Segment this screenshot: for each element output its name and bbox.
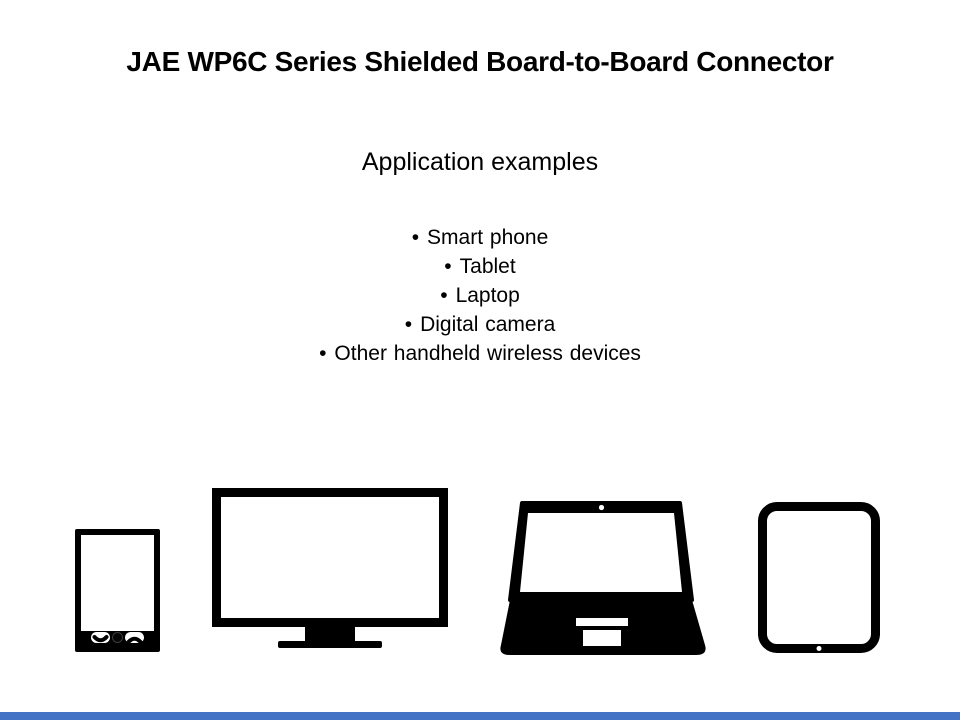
smartphone-screen (81, 535, 154, 631)
monitor-stand-neck (305, 624, 355, 641)
laptop-touchpad (583, 630, 621, 646)
bullet-glyph: • (411, 226, 420, 249)
phone-hangup-button-icon (125, 631, 144, 644)
bullet-list: •Smart phone •Tablet •Laptop •Digital ca… (0, 223, 960, 368)
slide-subtitle: Application examples (361, 148, 599, 176)
laptop-key-bar (576, 618, 628, 626)
slide-title: JAE WP6C Series Shielded Board-to-Board … (126, 46, 834, 77)
smartphone-icon (75, 529, 160, 652)
monitor-stand-base (278, 641, 382, 648)
bullet-item: • Digital camera (0, 310, 960, 339)
bullet-item-label: Laptop (455, 284, 520, 307)
bullet-item: • Tablet (0, 252, 960, 281)
desktop-monitor-icon (212, 488, 448, 650)
tablet-icon (758, 502, 880, 653)
laptop-webcam-icon (598, 504, 605, 511)
laptop-keyboard-base (500, 600, 706, 655)
laptop-screen (520, 513, 682, 592)
bullet-glyph: • (440, 284, 448, 307)
laptop-icon (498, 500, 708, 658)
monitor-screen (212, 488, 448, 627)
bullet-item: • Other handheld wireless devices (0, 339, 960, 368)
bullet-glyph: • (444, 255, 452, 278)
bullet-item: • Laptop (0, 281, 960, 310)
bullet-item-label: Digital camera (420, 313, 556, 336)
phone-home-button (112, 631, 123, 643)
tablet-home-button (816, 646, 822, 651)
bullet-item-label: Smart phone (427, 226, 549, 249)
phone-answer-button-icon (91, 631, 110, 643)
bullet-glyph: • (404, 313, 413, 336)
bullet-item: • Smart phone (0, 223, 960, 252)
bullet-glyph: • (319, 342, 327, 365)
bullet-item-label: Tablet (459, 255, 516, 278)
bottom-accent-bar (0, 712, 960, 720)
bullet-item-label: Other handheld wireless devices (334, 342, 641, 365)
smartphone-button-row (75, 630, 160, 644)
